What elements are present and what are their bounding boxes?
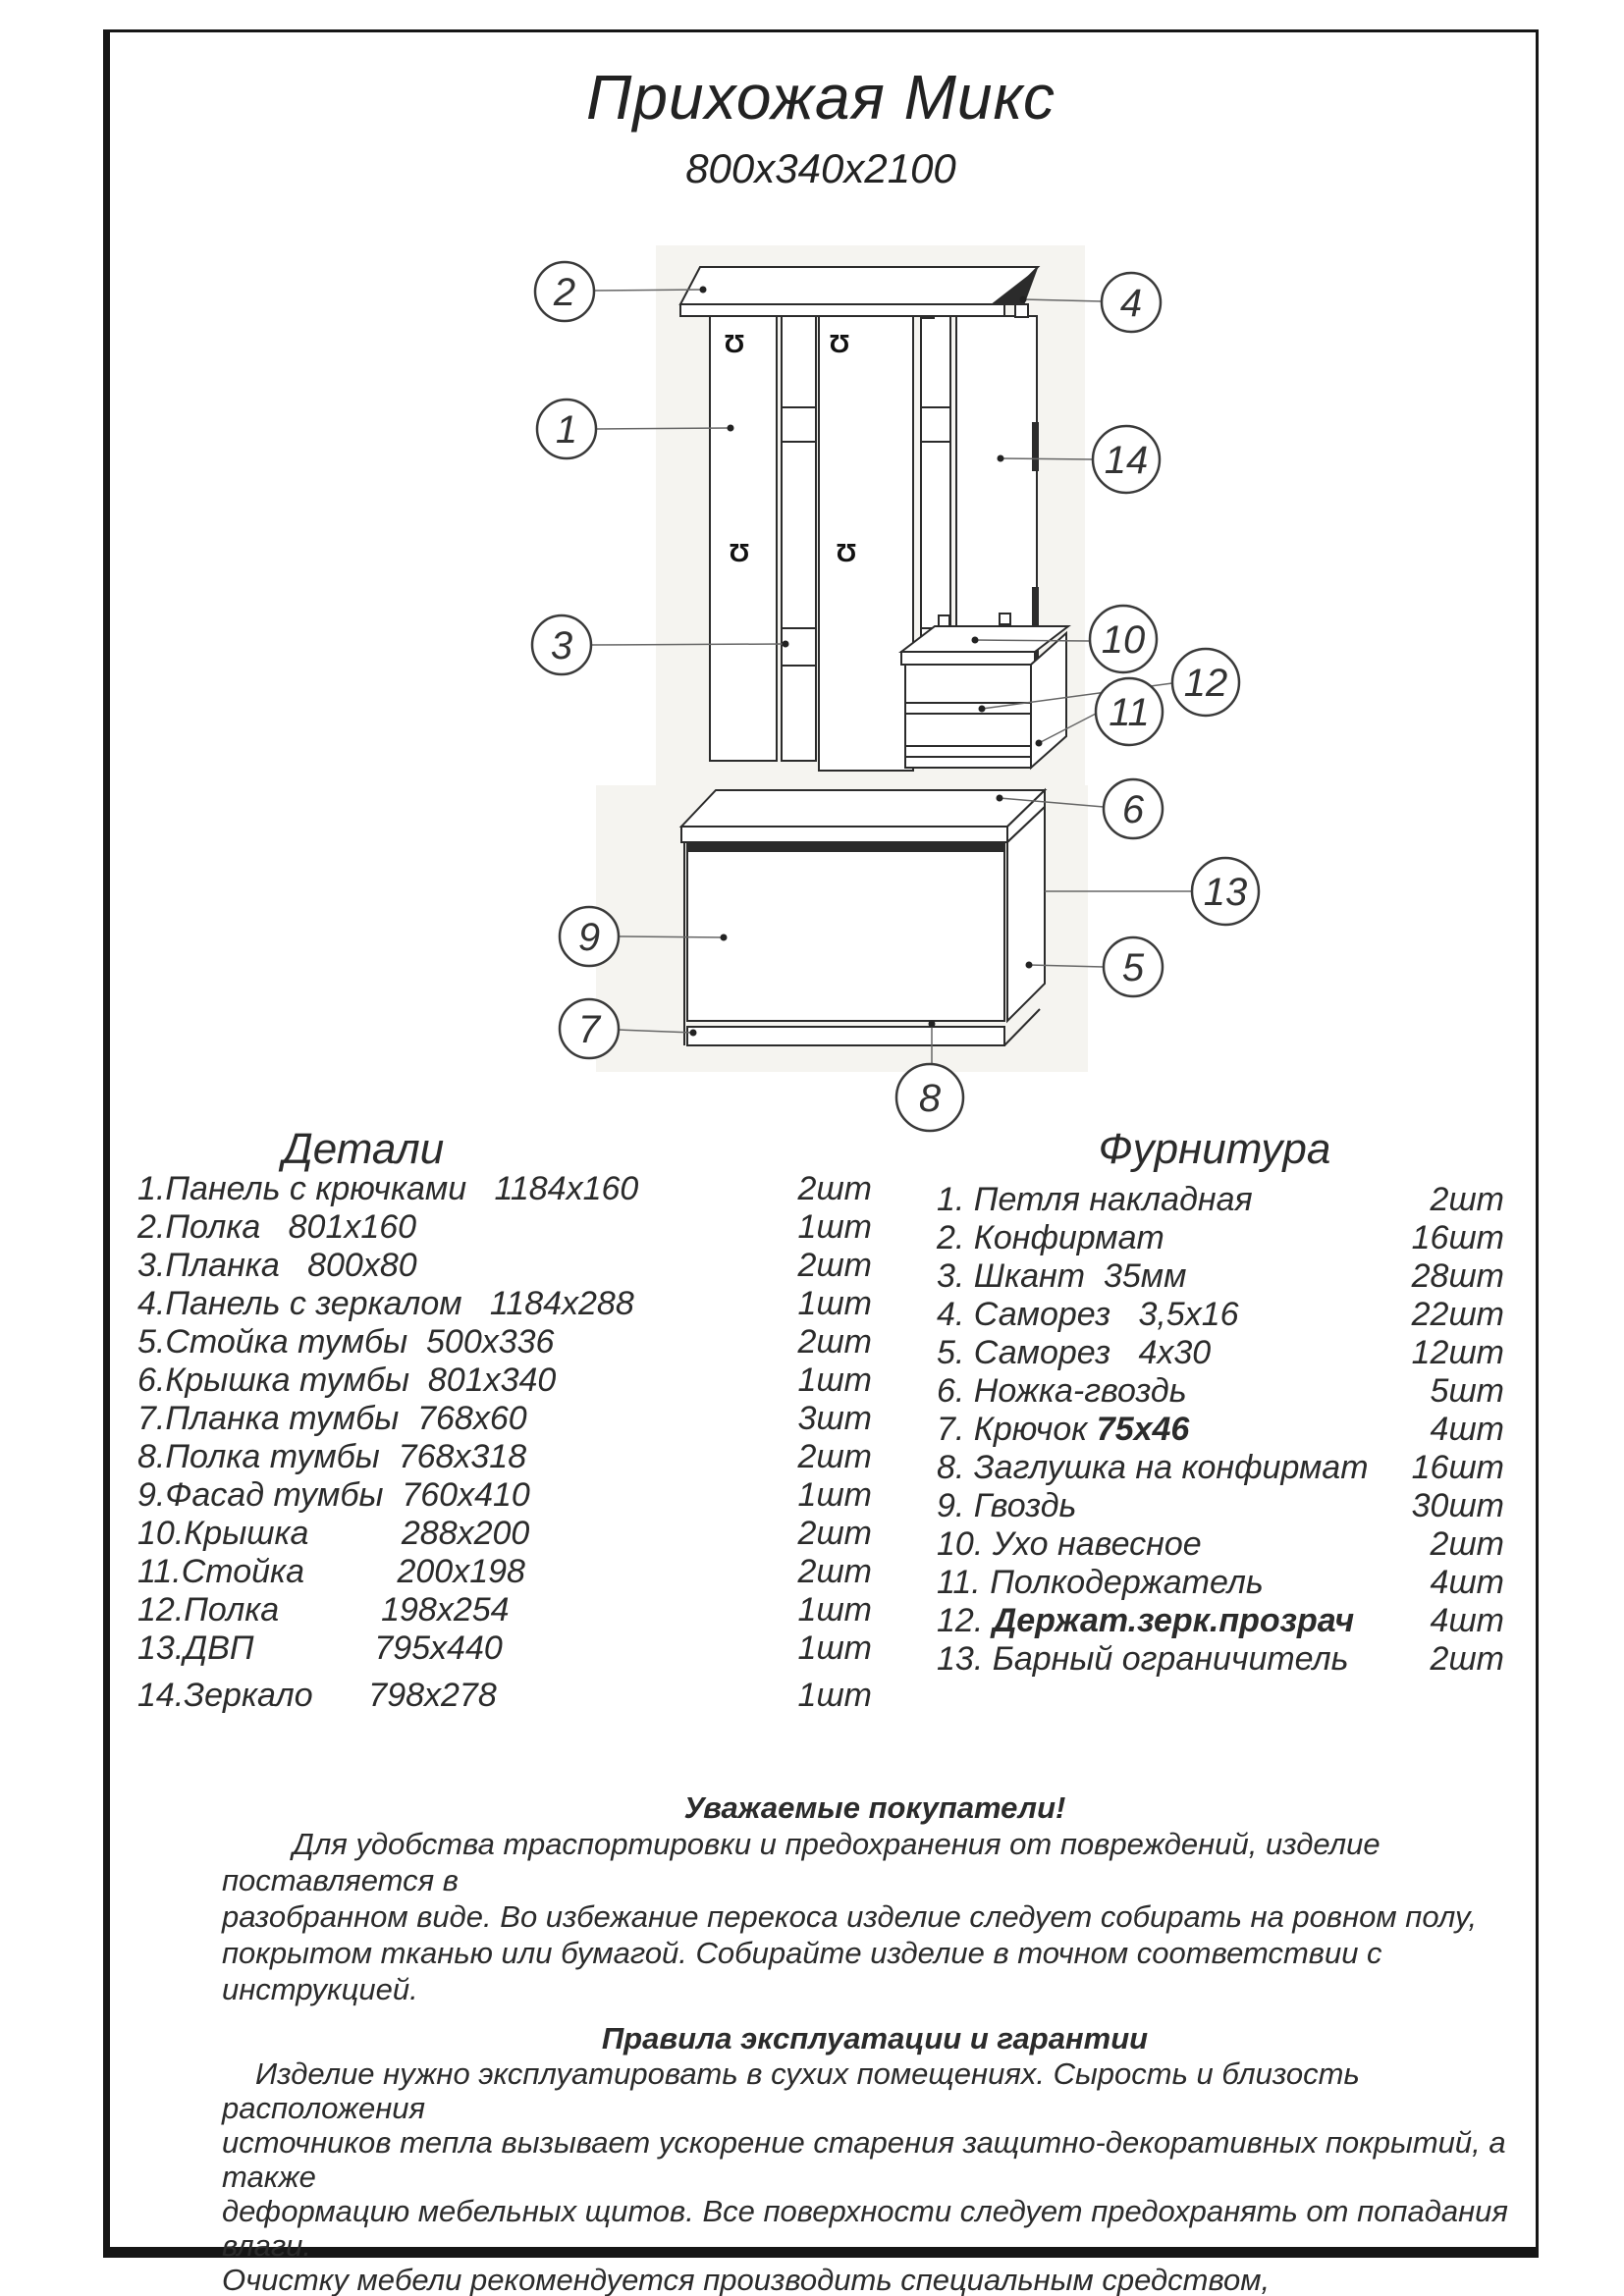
parts-heading: Детали — [282, 1125, 445, 1173]
rules-text: Изделие нужно эксплуатировать в сухих по… — [222, 2056, 1360, 2125]
customers-text: покрытом тканью или бумагой. Собирайте и… — [222, 1936, 1382, 2006]
page-border — [103, 29, 1539, 2258]
product-title: Прихожая Микс — [585, 62, 1056, 133]
rules-text: Очистку мебели рекомендуется производить… — [222, 2263, 1271, 2296]
notes-section: Уважаемые покупатели! Для удобства трасп… — [222, 1790, 1528, 2296]
customers-heading: Уважаемые покупатели! — [683, 1790, 1066, 1825]
rules-text: деформацию мебельных щитов. Все поверхно… — [222, 2194, 1508, 2263]
customers-text: разобранном виде. Во избежание перекоса … — [222, 1899, 1478, 1934]
product-dimensions: 800x340x2100 — [685, 145, 956, 191]
customers-text: Для удобства траспортировки и предохране… — [222, 1827, 1380, 1897]
rules-heading: Правила эксплуатации и гарантии — [601, 2021, 1149, 2056]
rules-text: источников тепла вызывает ускорение стар… — [222, 2125, 1506, 2194]
hardware-heading: Фурнитура — [1098, 1125, 1331, 1173]
